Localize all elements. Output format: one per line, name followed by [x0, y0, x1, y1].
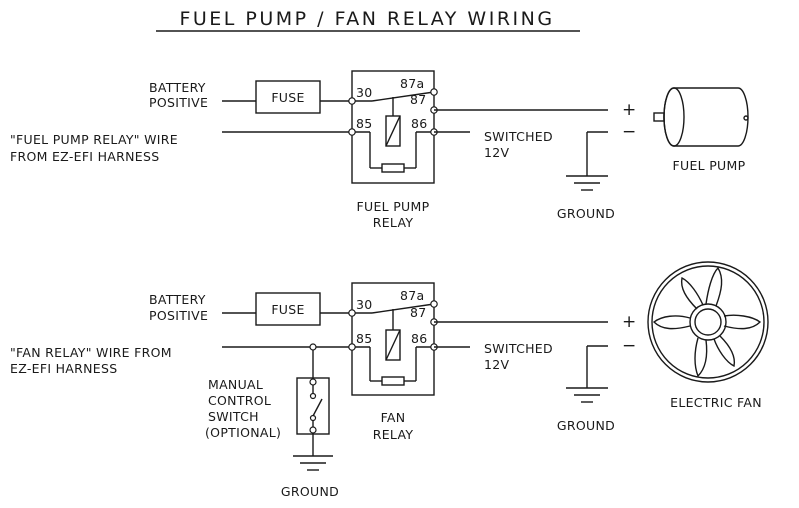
terminal-87a	[430, 300, 438, 308]
ground-label: GROUND	[557, 206, 615, 221]
pin-87-label: 87	[410, 92, 427, 107]
minus-sign: −	[622, 122, 637, 142]
plus-sign: +	[622, 312, 637, 332]
pin-87-label: 87	[410, 305, 427, 320]
diagram-title: FUEL PUMP / FAN RELAY WIRING	[179, 8, 554, 30]
relay-label-line1: FUEL PUMP	[357, 199, 430, 214]
switch-terminal-top	[309, 378, 317, 386]
fan-circuit: BATTERY POSITIVE "FAN RELAY" WIRE FROM E…	[10, 261, 769, 499]
switch-terminal-bottom	[309, 426, 317, 434]
pin-85-label: 85	[356, 331, 373, 346]
switch-contact-top	[309, 392, 317, 400]
manual-control-switch: MANUAL CONTROL SWITCH (OPTIONAL) GROUND	[205, 343, 339, 499]
fuel-pump-icon	[653, 87, 749, 147]
electric-fan-label: ELECTRIC FAN	[670, 395, 762, 410]
contact-arm	[371, 91, 435, 102]
fuel-pump-relay: 30 87a 87 85 86 FUEL PUMP RELAY	[348, 70, 438, 230]
terminal-85	[348, 343, 356, 351]
contact-arm	[371, 303, 435, 314]
pin-85-label: 85	[356, 116, 373, 131]
fuel-pump-relay-wire-label-line1: "FUEL PUMP RELAY" WIRE	[10, 132, 178, 147]
switch-junction	[309, 343, 317, 351]
pin-87a-label: 87a	[400, 76, 424, 91]
pin-30-label: 30	[356, 85, 373, 100]
fuse-label: FUSE	[271, 90, 304, 105]
relay-housing	[351, 70, 435, 184]
relay-label-line1: FAN	[381, 410, 406, 425]
electric-fan-icon	[647, 261, 769, 383]
battery-positive-label-line2: POSITIVE	[149, 308, 208, 323]
coil-resistor	[381, 163, 405, 173]
fan-relay-wire-label-line2: EZ-EFI HARNESS	[10, 361, 117, 376]
plus-sign: +	[622, 100, 637, 120]
switch-label-line4: (OPTIONAL)	[205, 425, 281, 440]
switch-lever	[312, 398, 323, 417]
relay-label-line2: RELAY	[373, 215, 414, 230]
fuel-pump-circuit: BATTERY POSITIVE "FUEL PUMP RELAY" WIRE …	[10, 70, 749, 230]
switched-label-line1: SWITCHED	[484, 341, 553, 356]
switch-contact-bottom	[309, 414, 317, 422]
terminal-30	[348, 309, 356, 317]
fuel-pump-label: FUEL PUMP	[673, 158, 746, 173]
fuse-box	[255, 292, 321, 326]
switch-label-line3: SWITCH	[208, 409, 259, 424]
switch-label-line1: MANUAL	[208, 377, 263, 392]
fuel-pump-relay-wire-label-line2: FROM EZ-EFI HARNESS	[10, 149, 159, 164]
minus-sign: −	[622, 336, 637, 356]
pin-87a-label: 87a	[400, 288, 424, 303]
switch-ground-label: GROUND	[281, 484, 339, 499]
ground-label: GROUND	[557, 418, 615, 433]
terminal-85	[348, 128, 356, 136]
pin-86-label: 86	[411, 331, 428, 346]
pin-30-label: 30	[356, 297, 373, 312]
battery-positive-label-line2: POSITIVE	[149, 95, 208, 110]
coil-symbol-slash	[385, 115, 401, 147]
switched-label-line2: 12V	[484, 145, 510, 160]
switched-label-line2: 12V	[484, 357, 510, 372]
coil-resistor	[381, 376, 405, 386]
battery-positive-label-line1: BATTERY	[149, 80, 206, 95]
fuse-box	[255, 80, 321, 114]
fuse-label: FUSE	[271, 302, 304, 317]
pin-86-label: 86	[411, 116, 428, 131]
terminal-87a	[430, 88, 438, 96]
switched-label-line1: SWITCHED	[484, 129, 553, 144]
battery-positive-label-line1: BATTERY	[149, 292, 206, 307]
coil-symbol-slash	[385, 329, 401, 361]
relay-label-line2: RELAY	[373, 427, 414, 442]
terminal-30	[348, 97, 356, 105]
fan-relay: 30 87a 87 85 86 FAN RELAY	[348, 282, 438, 442]
relay-housing	[351, 282, 435, 396]
fan-relay-wire-label-line1: "FAN RELAY" WIRE FROM	[10, 345, 172, 360]
switch-label-line2: CONTROL	[208, 393, 271, 408]
